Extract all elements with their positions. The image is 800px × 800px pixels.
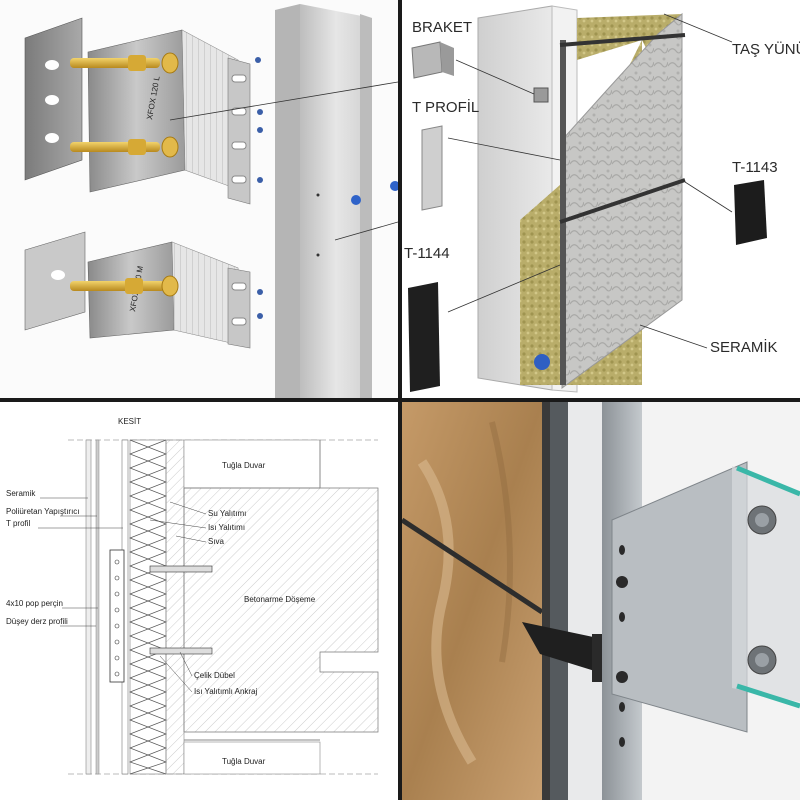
- anchor-bolt-icon: [70, 52, 179, 158]
- t1144-profile-icon: [408, 282, 440, 392]
- bolt-icon: [616, 505, 777, 683]
- label-isi-yalitimi: Isı Yalıtımı: [208, 523, 245, 532]
- label-tugla-duvar-top: Tuğla Duvar: [222, 461, 266, 470]
- label-t-profil: T profil: [6, 519, 31, 528]
- section-title: KESİT: [118, 417, 141, 426]
- rivet-icon: [255, 57, 263, 319]
- label-tas-yunu: TAŞ YÜNÜ: [732, 40, 800, 58]
- vertical-profile: [542, 402, 550, 800]
- label-t-profil: T PROFİL: [412, 98, 479, 116]
- t-profil-sample-icon: [421, 125, 443, 211]
- t-profile-clip: [522, 622, 598, 672]
- t1143-profile-icon: [734, 180, 767, 245]
- label-pop-percin: 4x10 pop perçin: [6, 599, 63, 608]
- braket-sample-icon: [411, 41, 454, 79]
- section-illustration: KESİT: [6, 417, 379, 775]
- label-celik-dubel: Çelik Dübel: [194, 671, 235, 680]
- label-seramik: Seramik: [6, 489, 36, 498]
- wall-plate-bottom: [24, 231, 86, 331]
- label-su-yalitimi: Su Yalıtımı: [208, 509, 246, 518]
- label-betonarme: Betonarme Döşeme: [244, 595, 316, 604]
- bracket-plate: [109, 549, 125, 683]
- bracket-exploded-view: XFOX 120 L: [0, 0, 398, 398]
- section-drawing: KESİT: [0, 402, 398, 800]
- t-profile: [560, 40, 566, 385]
- closeup-illustration: [402, 402, 800, 800]
- label-poliuretan: Poliüretan Yapıştırıcı: [6, 507, 80, 516]
- bracket-illustration: XFOX 120 L: [24, 4, 398, 398]
- label-tugla-duvar-bottom: Tuğla Duvar: [222, 757, 266, 766]
- wall-assembly-diagram: BRAKET T PROFİL T-1144 TAŞ YÜNÜ T-1143 S…: [402, 0, 800, 398]
- assembly-illustration: BRAKET T PROFİL T-1144 TAŞ YÜNÜ T-1143 S…: [404, 5, 800, 393]
- label-t1143: T-1143: [732, 159, 778, 176]
- label-t1144: T-1144: [404, 245, 450, 262]
- label-siva: Sıva: [208, 537, 225, 546]
- bracket: [611, 461, 748, 733]
- bracket-closeup-photo: [402, 402, 800, 800]
- label-braket: BRAKET: [412, 19, 472, 36]
- concrete-slab: [183, 487, 379, 733]
- label-isi-ankraj: Isı Yalıtımlı Ankraj: [194, 687, 258, 696]
- anchor-bolt-icon: [70, 275, 179, 297]
- panel-divider-horizontal: [0, 398, 800, 402]
- bracket-xfox-120-l: XFOX 120 L: [87, 29, 251, 205]
- cladding-panel: [275, 4, 398, 398]
- bracket-icon: [533, 87, 549, 103]
- label-duscy-derz: Düşey derz profili: [6, 617, 68, 626]
- steel-dowel-icon: [149, 565, 213, 573]
- label-seramik: SERAMİK: [710, 338, 778, 356]
- steel-dowel-icon: [149, 647, 213, 655]
- insulation-layer: [129, 439, 167, 775]
- wall-plate-top: [24, 17, 83, 181]
- horizontal-profile: [559, 33, 686, 47]
